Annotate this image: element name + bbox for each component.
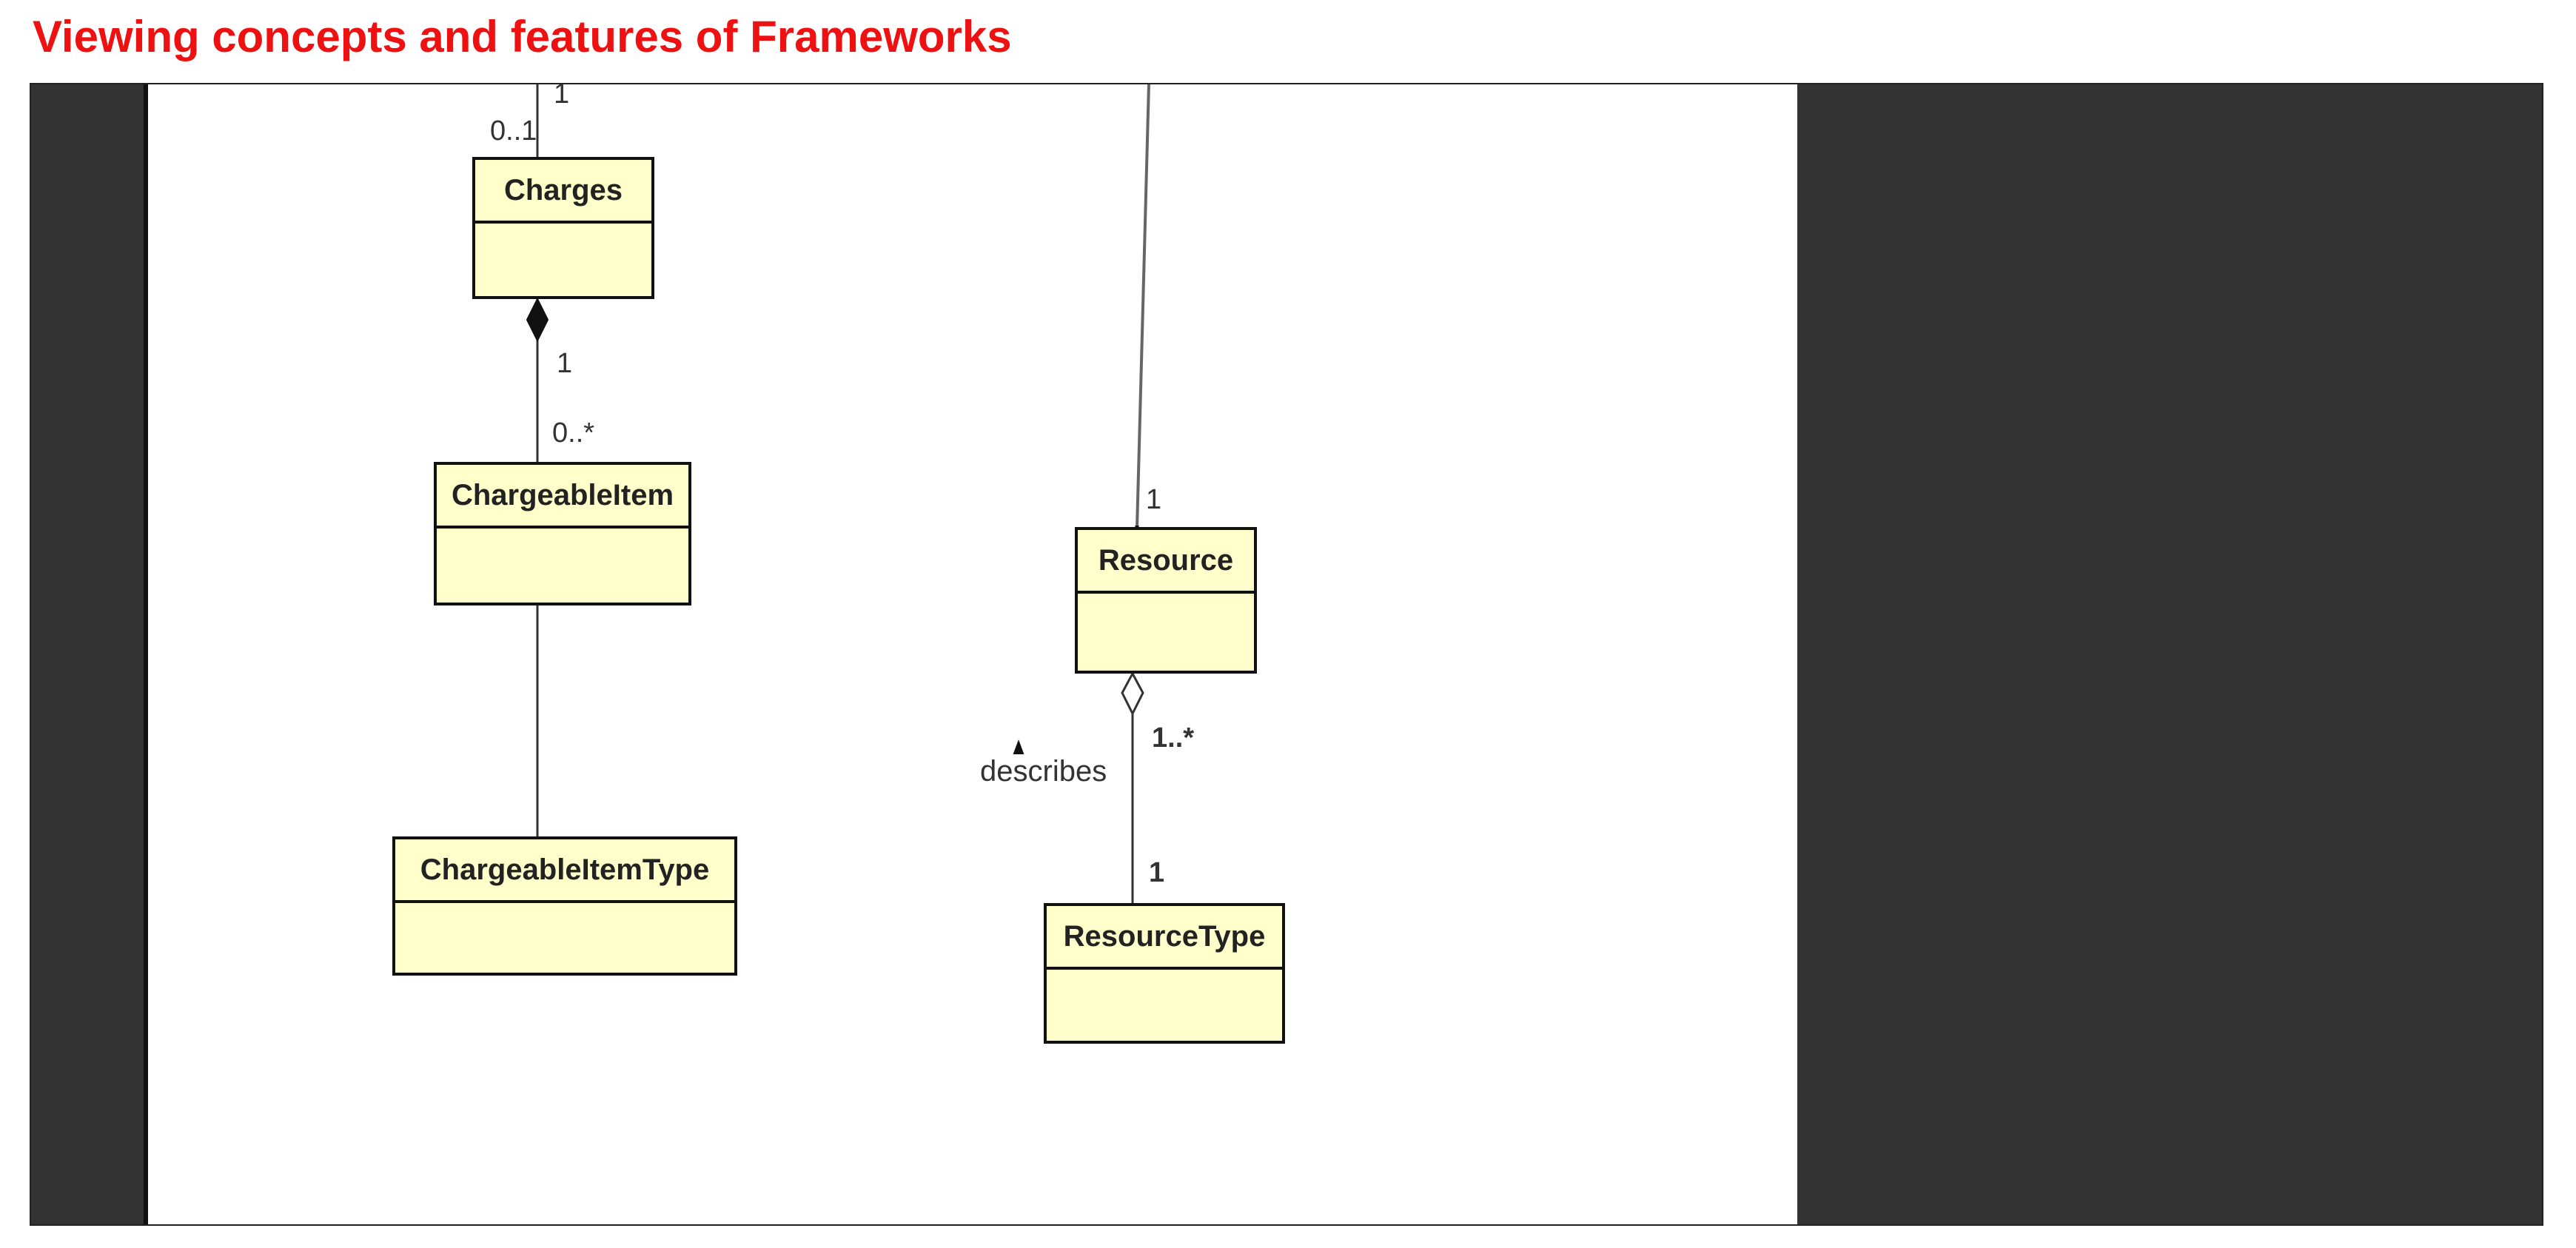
class-charges[interactable]: Charges: [472, 157, 654, 299]
multiplicity-resource-top: 1: [1146, 484, 1162, 515]
left-gutter: [31, 84, 147, 1224]
association-lines: [526, 84, 1150, 905]
multiplicity-chargeable-item-top: 0..*: [552, 417, 595, 449]
page-title: Viewing concepts and features of Framewo…: [33, 12, 1012, 61]
right-panel: [1797, 84, 2542, 1224]
class-chargeable-item-name: ChargeableItem: [437, 465, 688, 529]
class-chargeable-item[interactable]: ChargeableItem: [434, 462, 691, 605]
class-resource-name: Resource: [1078, 530, 1254, 594]
class-charges-name: Charges: [475, 160, 651, 224]
multiplicity-top-one: 1: [554, 84, 570, 110]
composition-diamond: [526, 297, 549, 343]
class-chargeable-item-type[interactable]: ChargeableItemType: [392, 836, 737, 976]
association-label-describes: describes: [980, 755, 1107, 788]
left-gutter-edge: [144, 84, 148, 1224]
direction-arrow-icon: [1013, 739, 1024, 754]
multiplicity-resource-type-top: 1: [1149, 857, 1165, 888]
diagram-viewer: Charges ChargeableItem ChargeableItemTyp…: [30, 83, 2543, 1226]
multiplicity-charges-bottom: 1: [557, 348, 573, 379]
diagram-canvas[interactable]: Charges ChargeableItem ChargeableItemTyp…: [148, 84, 1797, 1224]
class-resource[interactable]: Resource: [1075, 527, 1257, 674]
multiplicity-charges-top: 0..1: [490, 115, 537, 147]
class-resource-type-name: ResourceType: [1047, 906, 1282, 970]
multiplicity-resource-bottom: 1..*: [1152, 722, 1195, 754]
class-chargeable-item-type-name: ChargeableItemType: [395, 839, 734, 903]
aggregation-diamond: [1121, 671, 1144, 717]
class-resource-type[interactable]: ResourceType: [1044, 903, 1285, 1044]
line-top-to-resource: [1136, 84, 1150, 529]
